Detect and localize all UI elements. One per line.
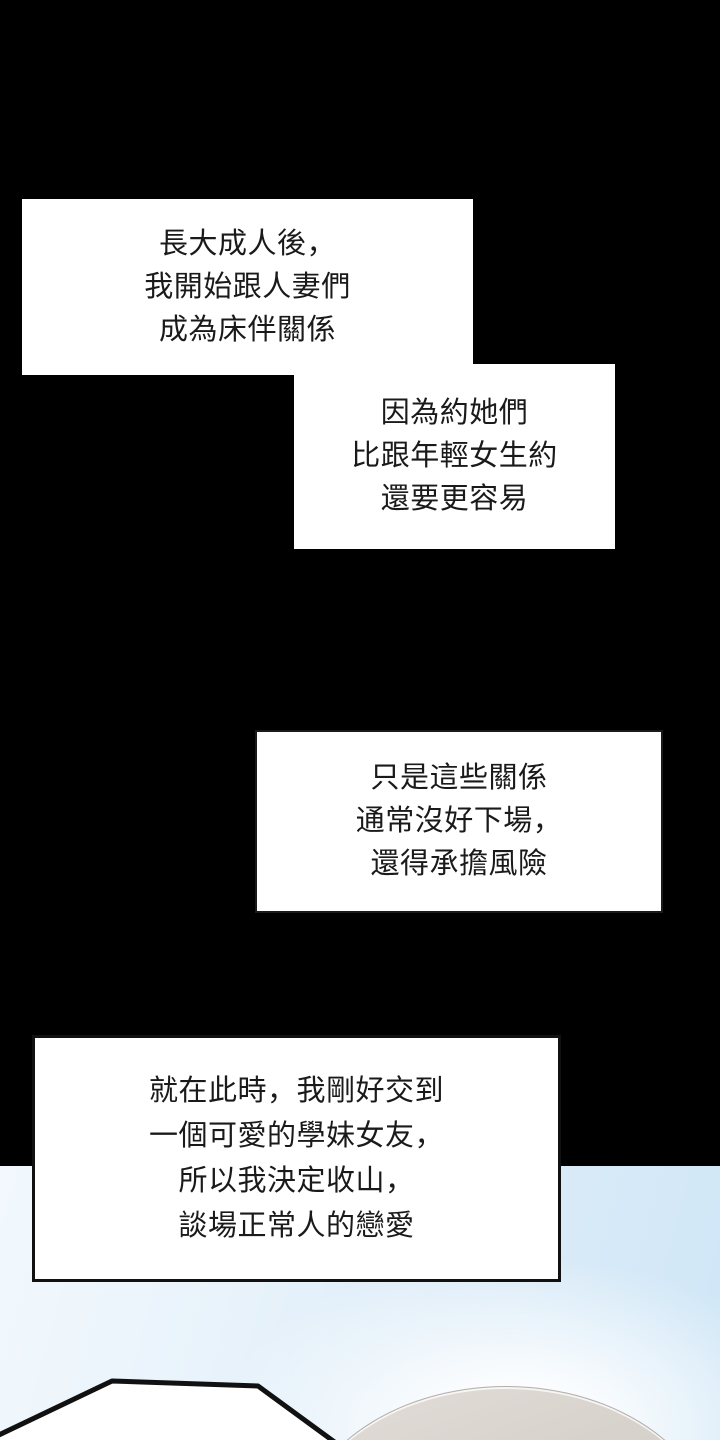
caption-2-line-3: 還要更容易: [380, 483, 529, 515]
caption-1-text: 長大成人後， 我開始跟人妻們 成為床伴關係: [144, 223, 351, 352]
caption-3-line-1: 只是這些關係: [370, 762, 548, 794]
caption-4-text: 就在此時，我剛好交到 一個可愛的學妹女友， 所以我決定收山， 談場正常人的戀愛: [149, 1069, 444, 1249]
caption-box-3: 只是這些關係 通常沒好下場， 還得承擔風險: [255, 730, 663, 913]
roof-shape: [0, 1378, 337, 1440]
caption-1-line-2: 我開始跟人妻們: [144, 270, 351, 303]
caption-3-line-2: 通常沒好下場，: [355, 805, 563, 837]
caption-box-2: 因為約她們 比跟年輕女生約 還要更容易: [294, 364, 615, 549]
caption-1-line-3: 成為床伴關係: [158, 313, 336, 346]
caption-3-line-3: 還得承擔風險: [370, 848, 548, 880]
caption-2-text: 因為約她們 比跟年輕女生約 還要更容易: [351, 392, 558, 521]
caption-box-4: 就在此時，我剛好交到 一個可愛的學妹女友， 所以我決定收山， 談場正常人的戀愛: [32, 1035, 561, 1282]
caption-box-1: 長大成人後， 我開始跟人妻們 成為床伴關係: [22, 199, 473, 375]
caption-4-line-1: 就在此時，我剛好交到: [148, 1074, 444, 1107]
caption-4-line-4: 談場正常人的戀愛: [178, 1209, 415, 1242]
caption-4-line-2: 一個可愛的學妹女友，: [148, 1119, 444, 1152]
caption-2-line-2: 比跟年輕女生約: [351, 440, 558, 472]
caption-2-line-1: 因為約她們: [380, 397, 529, 429]
caption-4-line-3: 所以我決定收山，: [178, 1164, 415, 1197]
caption-3-text: 只是這些關係 通常沒好下場， 還得承擔風險: [356, 757, 563, 886]
caption-1-line-1: 長大成人後，: [158, 227, 336, 260]
bottom-scene: [0, 1166, 720, 1440]
black-background-panel: [0, 0, 720, 1166]
